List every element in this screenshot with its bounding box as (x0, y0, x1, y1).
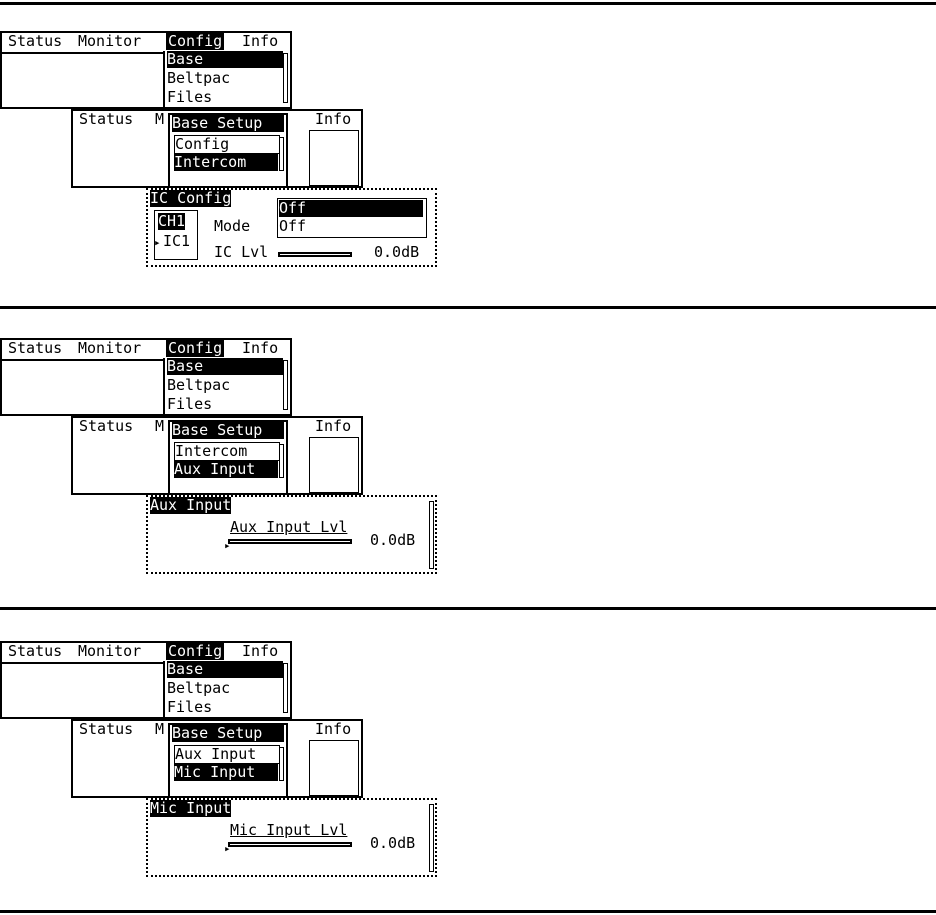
separator-rule (0, 910, 936, 913)
scrollbar[interactable] (429, 804, 434, 872)
menubar: Status Monitor Config Info (2, 33, 290, 54)
config-item-files[interactable]: Files (167, 395, 213, 413)
base-setup-title: Base Setup (172, 115, 284, 132)
scrollbar[interactable] (279, 444, 284, 478)
menubar: Status Monitor Config Info (2, 340, 290, 361)
menu-monitor-truncated[interactable]: M (155, 720, 165, 738)
scrollbar[interactable] (429, 501, 434, 569)
menu-monitor[interactable]: Monitor (78, 642, 142, 660)
scrollbar[interactable] (283, 53, 288, 103)
mic-input-title: Mic Input (150, 799, 232, 817)
menu-monitor[interactable]: Monitor (78, 339, 142, 357)
menu-status[interactable]: Status (8, 339, 63, 357)
menu-config[interactable]: Config (168, 339, 223, 357)
mode-label: Mode (214, 217, 251, 235)
menu-info[interactable]: Info (315, 110, 352, 128)
base-setup-item-aux-input[interactable]: Aux Input (174, 461, 278, 478)
base-setup-item-intercom[interactable]: Intercom (174, 442, 280, 461)
config-item-beltpac[interactable]: Beltpac (167, 679, 231, 697)
mode-option[interactable]: Off (279, 217, 307, 235)
mode-option-selected[interactable]: Off (279, 200, 423, 217)
config-item-beltpac[interactable]: Beltpac (167, 69, 231, 87)
ic-config-panel: IC Config CH1 ▸ IC1 Mode Off Off IC Lvl … (146, 188, 437, 267)
mic-input-sequence: Status Monitor Config Info Base Beltpac … (0, 610, 936, 910)
mode-dropdown[interactable]: Off Off (277, 198, 427, 238)
ic-level-value: 0.0dB (374, 243, 420, 261)
aux-input-panel: Aux Input Aux Input Lvl ▸ 0.0dB (146, 495, 437, 574)
menu-info[interactable]: Info (242, 32, 279, 50)
pointer-icon: ▸ (224, 539, 231, 552)
menu-status[interactable]: Status (8, 32, 63, 50)
menu-monitor-truncated[interactable]: M (155, 110, 165, 128)
separator-rule (0, 2, 936, 5)
base-setup-item-mic-input[interactable]: Mic Input (174, 764, 278, 781)
base-setup-menu: Base Setup Config Intercom (168, 113, 288, 188)
main-menu-window: Status Monitor Config Info (0, 31, 292, 109)
config-item-base[interactable]: Base (167, 51, 283, 68)
channel-ch1[interactable]: CH1 (158, 212, 186, 230)
base-setup-menu: Base Setup Aux Input Mic Input (168, 723, 288, 798)
menu-config[interactable]: Config (168, 32, 223, 50)
menu-info[interactable]: Info (242, 642, 279, 660)
menu-monitor[interactable]: Monitor (78, 32, 142, 50)
menu-monitor-truncated[interactable]: M (155, 417, 165, 435)
mic-input-level-value: 0.0dB (370, 834, 416, 852)
base-setup-title: Base Setup (172, 725, 284, 742)
config-item-base[interactable]: Base (167, 661, 283, 678)
ic-config-title: IC Config (150, 189, 232, 207)
aux-input-level-bar[interactable] (228, 539, 352, 544)
pointer-icon: ▸ (154, 236, 161, 249)
config-dropdown: Base Beltpac Files (163, 358, 292, 416)
scrollbar[interactable] (279, 747, 284, 781)
info-dropdown (309, 740, 359, 796)
aux-input-level-label: Aux Input Lvl (230, 518, 348, 536)
config-item-files[interactable]: Files (167, 88, 213, 106)
config-item-base[interactable]: Base (167, 358, 283, 375)
menu-status[interactable]: Status (79, 417, 134, 435)
info-dropdown (309, 437, 359, 493)
menu-info[interactable]: Info (315, 417, 352, 435)
base-setup-menu: Base Setup Intercom Aux Input (168, 420, 288, 495)
channel-ic1[interactable]: IC1 (163, 232, 191, 250)
menu-info[interactable]: Info (242, 339, 279, 357)
aux-input-sequence: Status Monitor Config Info Base Beltpac … (0, 307, 936, 607)
config-item-beltpac[interactable]: Beltpac (167, 376, 231, 394)
scrollbar[interactable] (283, 663, 288, 713)
menu-status[interactable]: Status (8, 642, 63, 660)
separator-rule (0, 607, 936, 610)
base-setup-item-config[interactable]: Config (174, 135, 280, 154)
menubar: Status Monitor Config Info (2, 643, 290, 664)
menu-info[interactable]: Info (315, 720, 352, 738)
sub-menubar: Status M Info (73, 111, 361, 130)
ic-level-bar[interactable] (278, 252, 352, 257)
sub-menubar: Status M Info (73, 721, 361, 740)
menu-config[interactable]: Config (168, 642, 223, 660)
channel-list: CH1 ▸ IC1 (154, 210, 198, 260)
config-item-files[interactable]: Files (167, 698, 213, 716)
scrollbar[interactable] (279, 137, 284, 171)
info-dropdown (309, 130, 359, 186)
ic-level-label: IC Lvl (214, 243, 269, 261)
mic-input-panel: Mic Input Mic Input Lvl ▸ 0.0dB (146, 798, 437, 877)
pointer-icon: ▸ (224, 842, 231, 855)
base-setup-title: Base Setup (172, 422, 284, 439)
config-dropdown: Base Beltpac Files (163, 661, 292, 719)
ic-config-sequence: Status Monitor Config Info Base Beltpac … (0, 0, 936, 300)
base-setup-item-intercom[interactable]: Intercom (174, 154, 278, 171)
base-setup-item-aux-input[interactable]: Aux Input (174, 745, 280, 764)
separator-rule (0, 306, 936, 309)
mic-input-level-bar[interactable] (228, 842, 352, 847)
scrollbar[interactable] (283, 360, 288, 410)
mic-input-level-label: Mic Input Lvl (230, 821, 348, 839)
sub-menubar: Status M Info (73, 418, 361, 437)
menu-status[interactable]: Status (79, 110, 134, 128)
aux-input-level-value: 0.0dB (370, 531, 416, 549)
config-dropdown: Base Beltpac Files (163, 51, 292, 109)
aux-input-title: Aux Input (150, 496, 232, 514)
menu-status[interactable]: Status (79, 720, 134, 738)
